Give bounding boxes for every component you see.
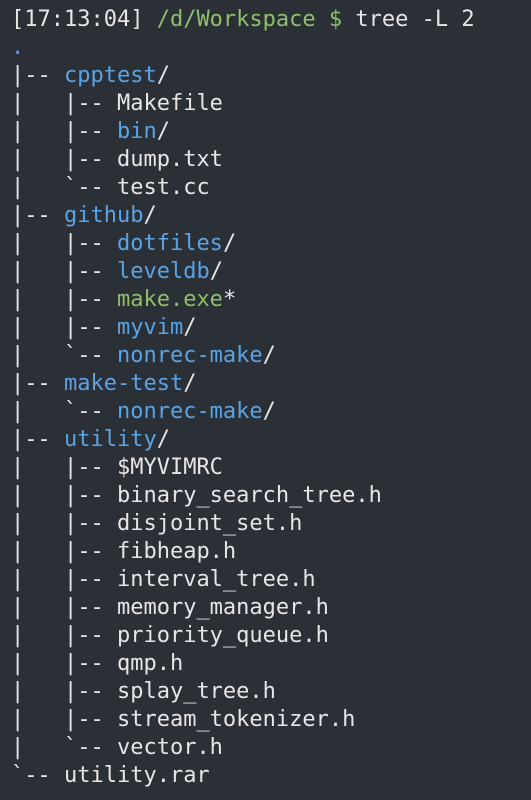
tree-directory-name: make-test [63,371,184,396]
tree-branch: | |-- [11,315,117,340]
tree-directory-name: nonrec-make [116,343,263,368]
tree-file-name: dump.txt [116,147,223,172]
tree-branch: | |-- [11,483,117,508]
tree-line: | |-- make.exe* [11,286,531,314]
tree-line: | |-- qmp.h [11,650,531,678]
prompt-time: [17:13:04] [11,7,144,32]
tree-directory-name: bin [116,119,157,144]
tree-branch: | |-- [11,147,117,172]
tree-line: | `-- test.cc [11,174,531,202]
tree-line: | |-- leveldb/ [11,258,531,286]
tree-line: | |-- splay_tree.h [11,678,531,706]
tree-suffix: / [156,427,170,452]
tree-suffix: / [222,231,237,256]
tree-suffix: / [156,63,170,88]
tree-line: | |-- fibheap.h [11,538,531,566]
tree-file-name: stream_tokenizer.h [116,707,356,732]
tree-line: | |-- $MYVIMRC [11,454,531,482]
tree-output: .|-- cpptest/| |-- Makefile| |-- bin/| |… [11,34,531,790]
tree-line: | `-- nonrec-make/ [11,398,531,426]
tree-root: . [11,35,25,60]
tree-file-name: splay_tree.h [116,679,276,704]
tree-branch: |-- [11,63,64,88]
tree-branch: | |-- [11,539,117,564]
tree-line: | `-- nonrec-make/ [11,342,531,370]
tree-suffix: / [183,371,197,396]
tree-branch: | |-- [11,651,117,676]
tree-branch: | `-- [11,175,117,200]
tree-branch: | |-- [11,231,117,256]
tree-file-name: memory_manager.h [116,595,329,620]
tree-line: |-- github/ [11,202,531,230]
tree-line: |-- utility/ [11,426,531,454]
tree-suffix: / [143,203,157,228]
tree-line: | |-- Makefile [11,90,531,118]
tree-branch: `-- [11,763,64,788]
tree-file-name: utility.rar [63,763,210,788]
tree-line: | `-- vector.h [11,734,531,762]
prompt-command: tree -L 2 [355,7,475,32]
tree-line: | |-- binary_search_tree.h [11,482,531,510]
tree-line: | |-- myvim/ [11,314,531,342]
tree-line: | |-- priority_queue.h [11,622,531,650]
tree-line: | |-- dump.txt [11,146,531,174]
tree-branch: | |-- [11,119,117,144]
tree-directory-name: dotfiles [116,231,223,256]
tree-file-name: $MYVIMRC [116,455,223,480]
tree-branch: | |-- [11,707,117,732]
tree-suffix: / [156,119,170,144]
tree-line: |-- cpptest/ [11,62,531,90]
tree-branch: |-- [11,203,64,228]
tree-file-name: priority_queue.h [116,623,329,648]
tree-branch: | |-- [11,91,117,116]
tree-branch: |-- [11,371,64,396]
tree-file-name: vector.h [116,735,223,760]
tree-branch: | `-- [11,735,117,760]
tree-file-name: test.cc [116,175,210,200]
tree-file-name: fibheap.h [116,539,237,564]
tree-file-name: qmp.h [116,651,184,676]
tree-line: | |-- interval_tree.h [11,566,531,594]
tree-line: | |-- stream_tokenizer.h [11,706,531,734]
tree-branch: | |-- [11,623,117,648]
tree-line: . [11,34,531,62]
tree-branch: | |-- [11,511,117,536]
tree-suffix: / [209,259,223,284]
tree-directory-name: nonrec-make [116,399,263,424]
tree-branch: | `-- [11,399,117,424]
tree-file-name: Makefile [116,91,223,116]
tree-branch: | `-- [11,343,117,368]
tree-directory-name: myvim [116,315,184,340]
tree-branch: | |-- [11,679,117,704]
tree-line: `-- utility.rar [11,762,531,790]
tree-branch: | |-- [11,259,117,284]
tree-branch: | |-- [11,567,117,592]
tree-branch: |-- [11,427,64,452]
tree-line: |-- make-test/ [11,370,531,398]
tree-executable-name: make.exe [116,287,223,312]
prompt-path: /d/Workspace $ [156,7,343,32]
tree-suffix: / [183,315,197,340]
tree-suffix: / [262,399,276,424]
tree-directory-name: leveldb [116,259,210,284]
tree-file-name: interval_tree.h [116,567,316,592]
prompt-line: [17:13:04] /d/Workspace $ tree -L 2 [11,6,531,34]
tree-directory-name: github [63,203,144,228]
tree-directory-name: utility [63,427,157,452]
tree-branch: | |-- [11,455,117,480]
tree-branch: | |-- [11,595,117,620]
tree-suffix: * [222,287,237,312]
tree-branch: | |-- [11,287,117,312]
tree-line: | |-- dotfiles/ [11,230,531,258]
tree-file-name: binary_search_tree.h [116,483,382,508]
tree-line: | |-- disjoint_set.h [11,510,531,538]
tree-line: | |-- bin/ [11,118,531,146]
tree-line: | |-- memory_manager.h [11,594,531,622]
tree-suffix: / [262,343,276,368]
tree-directory-name: cpptest [63,63,157,88]
tree-file-name: disjoint_set.h [116,511,303,536]
